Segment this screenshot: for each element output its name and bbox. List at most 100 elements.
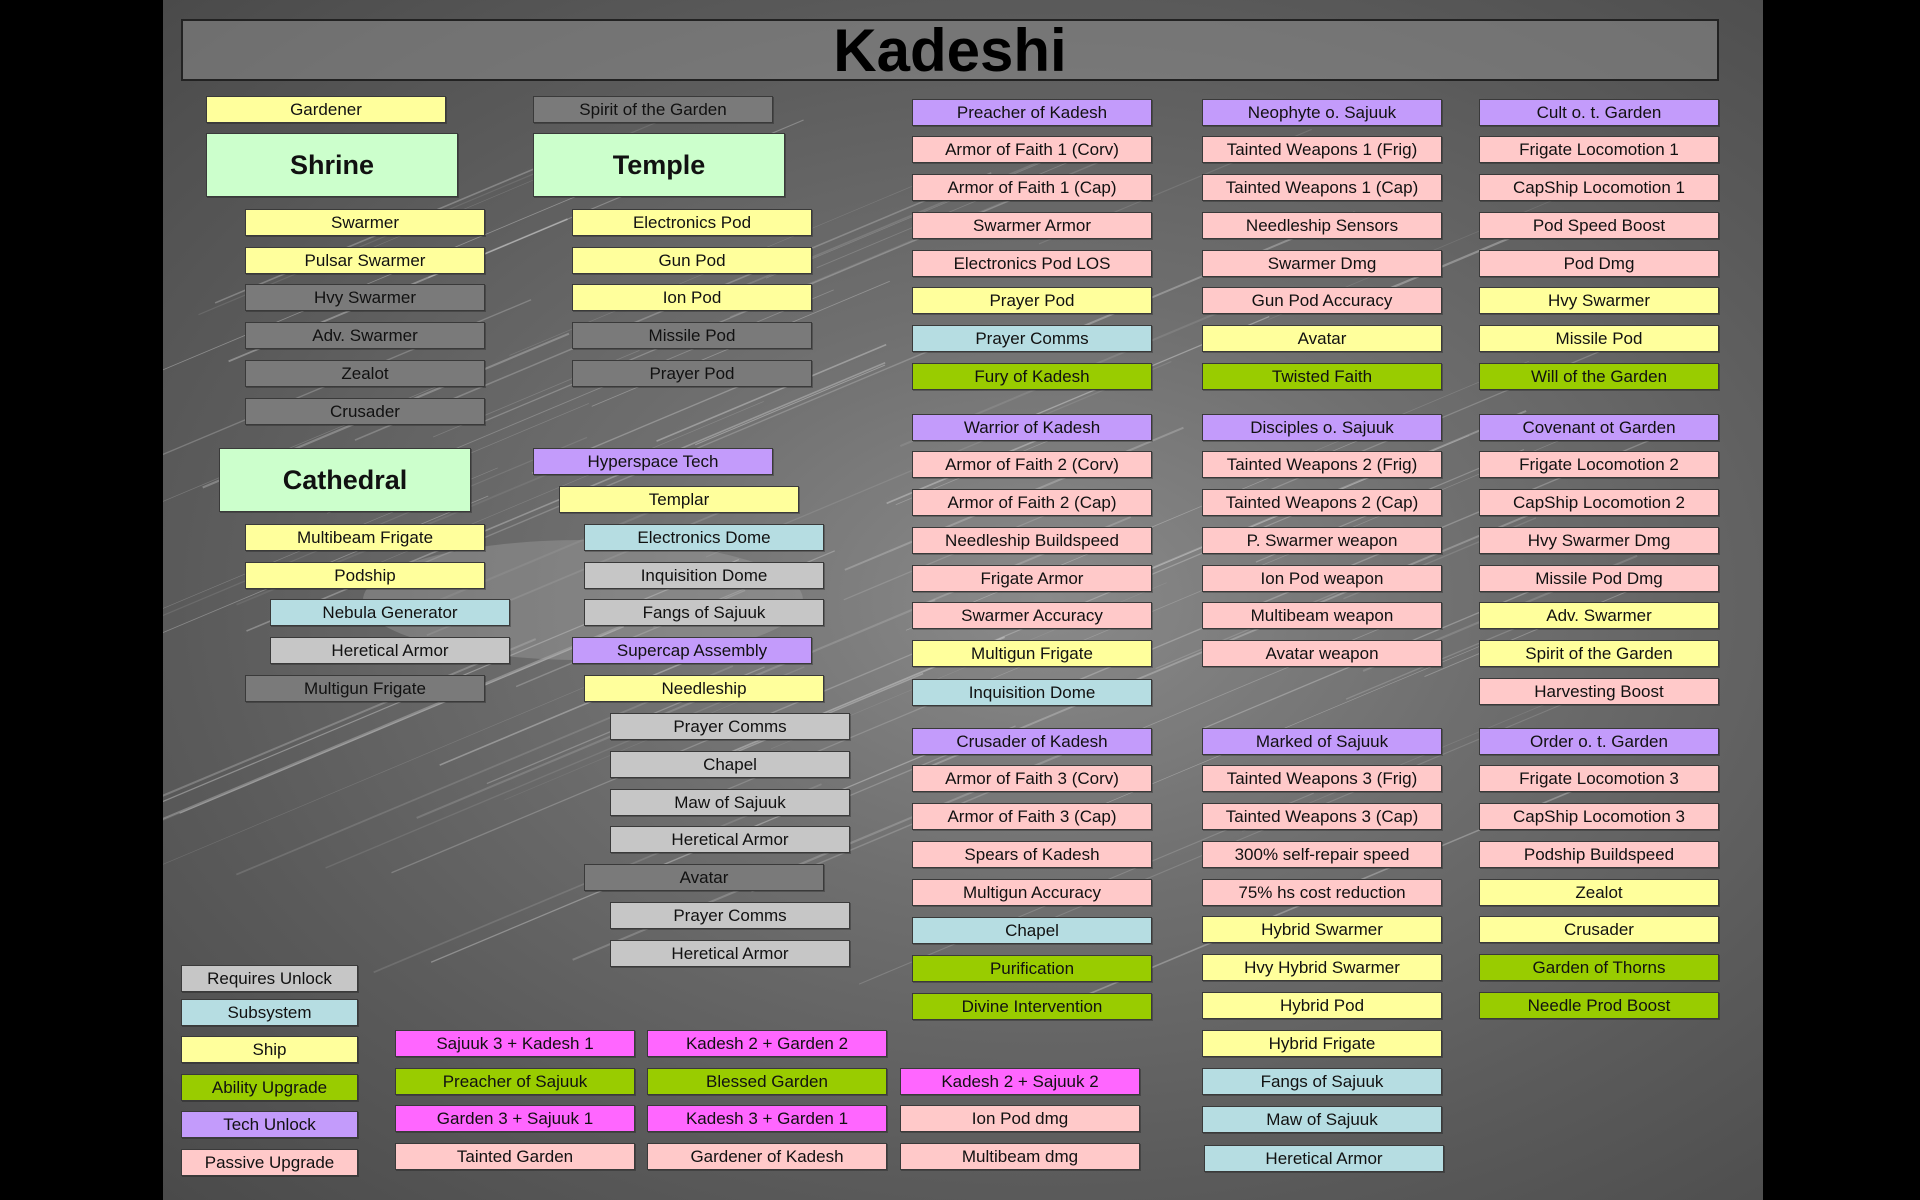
cathedral-item: Nebula Generator	[270, 599, 510, 626]
templar: Templar	[559, 486, 799, 513]
temple-item: Prayer Pod	[572, 360, 812, 387]
sajuuk-tier-header: Neophyte o. Sajuuk	[1202, 99, 1442, 126]
light-streak	[1065, 438, 1652, 687]
temple-item: Gun Pod	[572, 247, 812, 274]
avatar-item: Heretical Armor	[610, 940, 850, 967]
garden-tier-header: Cult o. t. Garden	[1479, 99, 1719, 126]
cathedral-item: Heretical Armor	[270, 637, 510, 664]
needleship: Needleship	[584, 675, 824, 702]
garden-item: CapShip Locomotion 2	[1479, 489, 1719, 516]
sajuuk-item: Tainted Weapons 3 (Cap)	[1202, 803, 1442, 830]
sajuuk-item: Ion Pod weapon	[1202, 565, 1442, 592]
legend-ship: Ship	[181, 1036, 358, 1063]
light-streak	[915, 500, 1562, 774]
light-streak	[416, 599, 936, 819]
sajuuk-item: Hvy Hybrid Swarmer	[1202, 954, 1442, 981]
garden-tier-header: Covenant ot Garden	[1479, 414, 1719, 441]
needleship-item: Chapel	[610, 751, 850, 778]
kadesh-item: Multigun Accuracy	[912, 879, 1152, 906]
kadesh-item: Swarmer Accuracy	[912, 602, 1152, 629]
garden-item: Podship Buildspeed	[1479, 841, 1719, 868]
sajuuk-item: Heretical Armor	[1204, 1145, 1444, 1172]
needleship-item: Maw of Sajuuk	[610, 789, 850, 816]
kadesh-item: Needleship Buildspeed	[912, 527, 1152, 554]
cathedral-item: Podship	[245, 562, 485, 589]
sajuuk-item: Gun Pod Accuracy	[1202, 287, 1442, 314]
shrine-item: Swarmer	[245, 209, 485, 236]
supercap-assembly: Supercap Assembly	[572, 637, 812, 664]
combo-item: Kadesh 2 + Garden 2	[647, 1030, 887, 1057]
gardener-building: Gardener	[206, 96, 446, 123]
avatar: Avatar	[584, 864, 824, 891]
sajuuk-item: Tainted Weapons 1 (Cap)	[1202, 174, 1442, 201]
spirit-of-the-garden-building: Spirit of the Garden	[533, 96, 773, 123]
legend-subsystem: Subsystem	[181, 999, 358, 1026]
shrine-item: Pulsar Swarmer	[245, 247, 485, 274]
kadesh-item: Armor of Faith 3 (Corv)	[912, 765, 1152, 792]
inquisition-dome: Inquisition Dome	[584, 562, 824, 589]
combo-item: Preacher of Sajuuk	[395, 1068, 635, 1095]
title-bar: Kadeshi	[181, 19, 1719, 81]
sajuuk-item: Hybrid Swarmer	[1202, 916, 1442, 943]
sajuuk-item: P. Swarmer weapon	[1202, 527, 1442, 554]
needleship-item: Prayer Comms	[610, 713, 850, 740]
light-streak	[430, 753, 927, 963]
garden-item: Harvesting Boost	[1479, 678, 1719, 705]
sajuuk-tier-header: Marked of Sajuuk	[1202, 728, 1442, 755]
kadesh-item: Armor of Faith 2 (Corv)	[912, 451, 1152, 478]
kadesh-item: Spears of Kadesh	[912, 841, 1152, 868]
legend-passive-upgrade: Passive Upgrade	[181, 1149, 358, 1176]
avatar-item: Prayer Comms	[610, 902, 850, 929]
sajuuk-item: Tainted Weapons 2 (Cap)	[1202, 489, 1442, 516]
light-streak	[695, 364, 886, 446]
light-streak	[163, 674, 614, 865]
light-streak	[1122, 615, 1412, 737]
kadesh-item: Chapel	[912, 917, 1152, 944]
garden-tier-header: Order o. t. Garden	[1479, 728, 1719, 755]
light-streak	[163, 638, 537, 797]
sajuuk-item: Twisted Faith	[1202, 363, 1442, 390]
needleship-item: Heretical Armor	[610, 826, 850, 853]
sajuuk-item: Avatar weapon	[1202, 640, 1442, 667]
shrine-item: Adv. Swarmer	[245, 322, 485, 349]
shrine-item: Crusader	[245, 398, 485, 425]
sajuuk-item: Tainted Weapons 3 (Frig)	[1202, 765, 1442, 792]
fangs-of-sajuuk: Fangs of Sajuuk	[584, 599, 824, 626]
legend-requires-unlock: Requires Unlock	[181, 965, 358, 992]
garden-item: Crusader	[1479, 916, 1719, 943]
garden-item: Frigate Locomotion 2	[1479, 451, 1719, 478]
electronics-dome: Electronics Dome	[584, 524, 824, 551]
combo-item: Tainted Garden	[395, 1143, 635, 1170]
kadesh-item: Prayer Comms	[912, 325, 1152, 352]
cathedral-item: Multigun Frigate	[245, 675, 485, 702]
kadesh-item: Divine Intervention	[912, 993, 1152, 1020]
kadesh-item: Multigun Frigate	[912, 640, 1152, 667]
page-title: Kadeshi	[833, 17, 1067, 84]
garden-item: Hvy Swarmer Dmg	[1479, 527, 1719, 554]
garden-item: CapShip Locomotion 3	[1479, 803, 1719, 830]
sajuuk-item: Swarmer Dmg	[1202, 250, 1442, 277]
garden-item: Frigate Locomotion 3	[1479, 765, 1719, 792]
light-streak	[656, 343, 887, 442]
combo-item: Ion Pod dmg	[900, 1105, 1140, 1132]
combo-item: Kadesh 2 + Sajuuk 2	[900, 1068, 1140, 1095]
garden-item: Pod Speed Boost	[1479, 212, 1719, 239]
cathedral-building: Cathedral	[219, 448, 471, 512]
kadesh-item: Electronics Pod LOS	[912, 250, 1152, 277]
kadesh-item: Swarmer Armor	[912, 212, 1152, 239]
garden-item: Zealot	[1479, 879, 1719, 906]
garden-item: Hvy Swarmer	[1479, 287, 1719, 314]
sajuuk-item: 300% self-repair speed	[1202, 841, 1442, 868]
kadesh-tier-header: Crusader of Kadesh	[912, 728, 1152, 755]
sajuuk-item: Tainted Weapons 1 (Frig)	[1202, 136, 1442, 163]
combo-item: Gardener of Kadesh	[647, 1143, 887, 1170]
kadesh-item: Armor of Faith 1 (Corv)	[912, 136, 1152, 163]
garden-item: Missile Pod	[1479, 325, 1719, 352]
garden-item: Needle Prod Boost	[1479, 992, 1719, 1019]
shrine-item: Hvy Swarmer	[245, 284, 485, 311]
temple-item: Missile Pod	[572, 322, 812, 349]
shrine-building: Shrine	[206, 133, 458, 197]
temple-building: Temple	[533, 133, 785, 197]
combo-item: Blessed Garden	[647, 1068, 887, 1095]
hyperspace-tech: Hyperspace Tech	[533, 448, 773, 475]
